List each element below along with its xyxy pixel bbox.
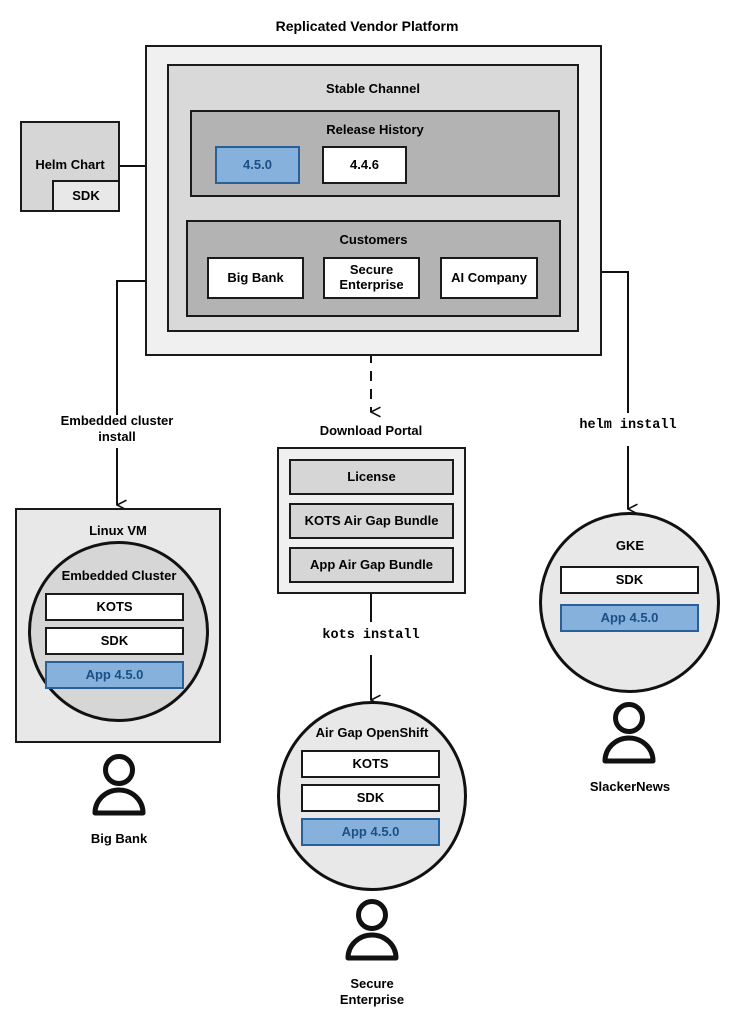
host-gke-title: GKE <box>615 538 645 553</box>
component-label: App 4.5.0 <box>341 823 400 839</box>
component-label: SDK <box>100 632 129 648</box>
component-kots-linux-vm[interactable]: KOTS <box>45 593 184 621</box>
component-app-gke[interactable]: App 4.5.0 <box>560 604 699 632</box>
customer-secure-enterprise[interactable]: Secure Enterprise <box>323 257 420 299</box>
person-icon-big-bank <box>92 754 146 816</box>
component-app-openshift[interactable]: App 4.5.0 <box>301 818 440 846</box>
customer-label: AI Company <box>451 269 527 285</box>
host-gke-circle <box>539 512 720 693</box>
customer-name-secure-enterprise: Secure Enterprise <box>339 976 405 1008</box>
component-label: KOTS <box>96 598 133 614</box>
helm-chart-sdk-label: SDK <box>72 187 100 203</box>
artifact-kots-air-gap-bundle[interactable]: KOTS Air Gap Bundle <box>289 503 454 539</box>
helm-chart-sdk-box[interactable]: SDK <box>52 180 120 212</box>
artifact-label: KOTS Air Gap Bundle <box>304 512 439 528</box>
helm-chart-label: Helm Chart <box>35 157 105 172</box>
customer-label: Secure Enterprise <box>339 262 404 292</box>
release-version-label: 4.5.0 <box>243 156 272 172</box>
component-sdk-linux-vm[interactable]: SDK <box>45 627 184 655</box>
customer-label: Big Bank <box>227 269 284 285</box>
component-label: SDK <box>356 789 385 805</box>
component-sdk-openshift[interactable]: SDK <box>301 784 440 812</box>
component-app-linux-vm[interactable]: App 4.5.0 <box>45 661 184 689</box>
host-air-gap-openshift-title: Air Gap OpenShift <box>315 725 429 740</box>
release-4-4-6[interactable]: 4.4.6 <box>322 146 407 184</box>
artifact-license[interactable]: License <box>289 459 454 495</box>
page-title: Replicated Vendor Platform <box>275 18 459 34</box>
download-portal-title: Download Portal <box>319 423 423 438</box>
component-kots-openshift[interactable]: KOTS <box>301 750 440 778</box>
artifact-label: License <box>347 468 396 484</box>
customer-ai-company[interactable]: AI Company <box>440 257 538 299</box>
artifact-app-air-gap-bundle[interactable]: App Air Gap Bundle <box>289 547 454 583</box>
component-label: App 4.5.0 <box>600 609 659 625</box>
component-label: App 4.5.0 <box>85 666 144 682</box>
customer-big-bank[interactable]: Big Bank <box>207 257 304 299</box>
component-label: SDK <box>615 571 644 587</box>
customer-name-slackernews: SlackerNews <box>589 779 671 794</box>
person-icon-secure-enterprise <box>345 899 399 961</box>
release-history-title: Release History <box>326 122 424 137</box>
person-icon-slackernews <box>602 702 656 764</box>
artifact-label: App Air Gap Bundle <box>309 556 434 572</box>
install-label-embedded-cluster: Embedded cluster install <box>60 413 174 445</box>
customers-title: Customers <box>339 232 408 247</box>
install-label-kots: kots install <box>322 628 420 643</box>
release-4-5-0[interactable]: 4.5.0 <box>215 146 300 184</box>
customer-name-big-bank: Big Bank <box>90 831 148 846</box>
install-label-helm: helm install <box>579 418 677 433</box>
stable-channel-title: Stable Channel <box>326 81 420 96</box>
host-linux-vm-title: Linux VM <box>89 523 147 538</box>
component-sdk-gke[interactable]: SDK <box>560 566 699 594</box>
component-label: KOTS <box>352 755 389 771</box>
embedded-cluster-title: Embedded Cluster <box>61 568 177 583</box>
release-version-label: 4.4.6 <box>350 156 379 172</box>
